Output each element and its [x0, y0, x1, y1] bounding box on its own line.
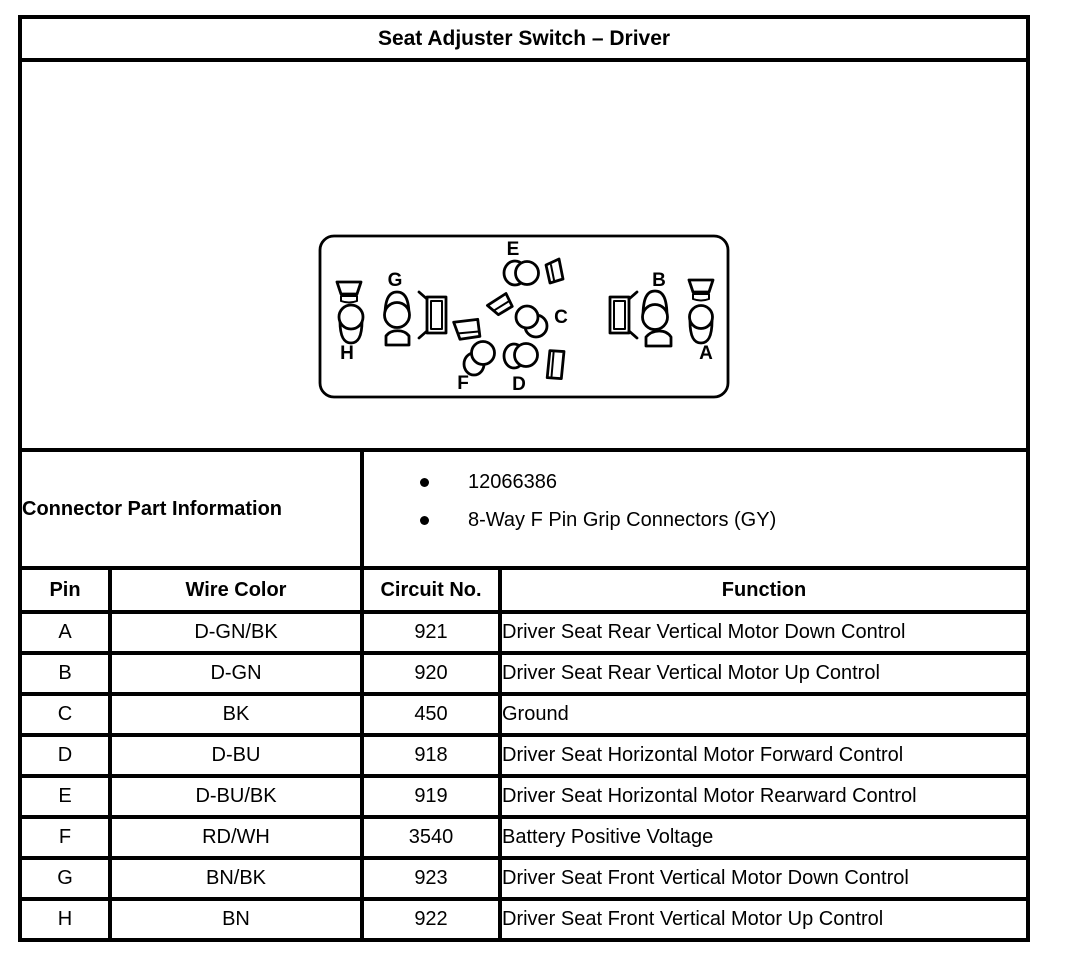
table-header-row: Pin Wire Color Circuit No. Function [18, 566, 1031, 614]
pin-e-cavity: E [502, 239, 540, 287]
wire-color-cell: BN [108, 897, 364, 942]
pin-d-cavity: D [502, 342, 539, 395]
part-number: 12066386 [468, 471, 557, 493]
circuit-no-cell: 923 [360, 856, 502, 901]
bullet-icon [420, 478, 429, 487]
key-bracket-left [417, 290, 448, 340]
wire-color-cell: D-GN/BK [108, 610, 364, 655]
circuit-no-cell: 918 [360, 733, 502, 778]
table-row-c: C BK 450 Ground [18, 692, 1031, 737]
table-row-f: F RD/WH 3540 Battery Positive Voltage [18, 815, 1031, 860]
pin-label-e: E [507, 239, 520, 260]
circuit-no-cell: 450 [360, 692, 502, 737]
table-row-e: E D-BU/BK 919 Driver Seat Horizontal Mot… [18, 774, 1031, 819]
pin-label-a: A [699, 343, 713, 364]
wire-color-cell: BK [108, 692, 364, 737]
pin-cell: H [18, 897, 112, 942]
pin-label-g: G [388, 270, 403, 291]
pin-f-cavity: F [457, 340, 496, 394]
key-slot-lower [452, 317, 482, 341]
pin-cell: B [18, 651, 112, 696]
wire-color-cell: D-BU [108, 733, 364, 778]
table-row-d: D D-BU 918 Driver Seat Horizontal Motor … [18, 733, 1031, 778]
pin-label-b: B [652, 270, 666, 291]
function-cell: Driver Seat Rear Vertical Motor Down Con… [497, 610, 1031, 655]
pin-cell: G [18, 856, 112, 901]
wire-color-cell: D-GN [108, 651, 364, 696]
connector-part-info-row: Connector Part Information 12066386 8-Wa… [18, 448, 1031, 570]
bullet-icon [420, 516, 429, 525]
function-cell: Battery Positive Voltage [497, 815, 1031, 860]
circuit-no-cell: 922 [360, 897, 502, 942]
function-cell: Driver Seat Front Vertical Motor Down Co… [497, 856, 1031, 901]
pin-cell: F [18, 815, 112, 860]
pin-c-cavity: C [514, 304, 568, 339]
key-slot-e [544, 257, 565, 285]
function-cell: Driver Seat Horizontal Motor Forward Con… [497, 733, 1031, 778]
table-row-g: G BN/BK 923 Driver Seat Front Vertical M… [18, 856, 1031, 901]
pin-b-cavity: B [641, 270, 673, 348]
pin-label-h: H [340, 343, 354, 364]
pin-a-cavity: A [687, 278, 715, 364]
pin-cell: E [18, 774, 112, 819]
col-header-pin: Pin [18, 566, 112, 614]
pin-label-f: F [457, 373, 469, 394]
page-title: Seat Adjuster Switch – Driver [17, 15, 1031, 62]
pin-cell: A [18, 610, 112, 655]
pin-cell: C [18, 692, 112, 737]
table-row-b: B D-GN 920 Driver Seat Rear Vertical Mot… [18, 651, 1031, 696]
circuit-no-cell: 3540 [360, 815, 502, 860]
key-bracket-right [608, 290, 639, 340]
wire-color-cell: RD/WH [108, 815, 364, 860]
circuit-no-cell: 921 [360, 610, 502, 655]
pin-label-c: C [554, 307, 568, 328]
col-header-circuit-no: Circuit No. [360, 566, 502, 614]
connector-shell [318, 234, 730, 399]
connector-part-info-label: Connector Part Information [18, 448, 364, 570]
connector-part-info-list: 12066386 8-Way F Pin Grip Connectors (GY… [359, 448, 1031, 570]
wire-color-cell: BN/BK [108, 856, 364, 901]
circuit-no-cell: 919 [360, 774, 502, 819]
function-cell: Ground [497, 692, 1031, 737]
pin-h-cavity: H [335, 280, 365, 364]
title-row: Seat Adjuster Switch – Driver [17, 15, 1031, 62]
connector-face-diagram: H G [318, 234, 730, 399]
col-header-function: Function [497, 566, 1031, 614]
key-slot-upper [486, 292, 514, 317]
col-header-wire-color: Wire Color [108, 566, 364, 614]
pin-cell: D [18, 733, 112, 778]
list-item-connector-type: 8-Way F Pin Grip Connectors (GY) [364, 509, 1026, 547]
table-row-h: H BN 922 Driver Seat Front Vertical Moto… [18, 897, 1031, 942]
circuit-no-cell: 920 [360, 651, 502, 696]
connector-diagram-wrap: H G [22, 110, 1026, 400]
function-cell: Driver Seat Front Vertical Motor Up Cont… [497, 897, 1031, 942]
connector-diagram-cell: H G [17, 58, 1031, 452]
connector-doc-table: Seat Adjuster Switch – Driver H [17, 15, 1031, 942]
pin-g-cavity: G [383, 270, 411, 347]
connector-type: 8-Way F Pin Grip Connectors (GY) [468, 509, 777, 531]
function-cell: Driver Seat Horizontal Motor Rearward Co… [497, 774, 1031, 819]
list-item-part-number: 12066386 [364, 471, 1026, 509]
table-row-a: A D-GN/BK 921 Driver Seat Rear Vertical … [18, 610, 1031, 655]
function-cell: Driver Seat Rear Vertical Motor Up Contr… [497, 651, 1031, 696]
key-slot-d [545, 349, 566, 381]
diagram-row: H G [17, 58, 1031, 452]
wire-color-cell: D-BU/BK [108, 774, 364, 819]
pin-label-d: D [512, 374, 526, 395]
